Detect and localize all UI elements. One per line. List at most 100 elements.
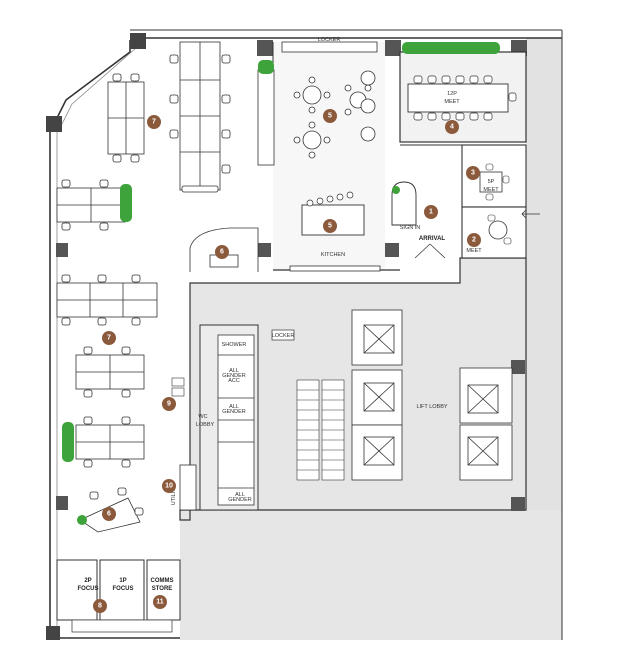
column	[56, 243, 68, 257]
plants	[62, 42, 500, 525]
badge-number: 6	[220, 249, 224, 256]
room-12p-chairs	[413, 75, 517, 121]
badge: 3	[466, 166, 480, 180]
meeting-room-12p: 12P MEET	[399, 51, 527, 143]
badge: 2	[467, 233, 481, 247]
lockers-side	[171, 377, 185, 397]
wc-core: SHOWER ALL GENDER ACC ALL GENDER ALL GEN…	[171, 324, 345, 511]
badge: 8	[93, 599, 107, 613]
kitchen-bench	[289, 265, 381, 272]
comms-store-room	[146, 559, 181, 621]
badge: 5	[323, 219, 337, 233]
focus-2p-room	[56, 559, 98, 621]
badge-number: 2	[472, 237, 476, 244]
column	[511, 360, 525, 374]
all-gender-label: GENDER	[222, 409, 246, 415]
locker-strip	[281, 41, 378, 53]
badge-number: 8	[98, 603, 102, 610]
meeting-room-2p: MEET 2P	[461, 206, 540, 259]
focus-rooms: 2P FOCUS 1P FOCUS COMMS STORE	[56, 559, 181, 633]
kitchen-label: KITCHEN	[321, 252, 345, 258]
utility-label: UTILITY	[171, 484, 177, 505]
utility-room	[179, 464, 197, 511]
lift-shafts	[351, 309, 513, 481]
room-5p-label: 5P	[488, 179, 495, 185]
shower-label: SHOWER	[222, 342, 247, 348]
side-bench	[257, 69, 275, 166]
badge-number: 5	[328, 113, 332, 120]
all-gender-label: GENDER	[228, 497, 252, 503]
plant-icon	[258, 60, 274, 74]
plant-icon	[120, 184, 132, 222]
badge: 10	[162, 479, 176, 493]
locker-label: LOCKER	[318, 37, 341, 43]
badge: 7	[102, 331, 116, 345]
stairwell	[296, 379, 345, 481]
badge-number: 3	[471, 170, 475, 177]
room-5p-label: MEET	[483, 187, 499, 193]
locker-core-label: LOCKER	[272, 333, 295, 339]
badge: 6	[215, 245, 229, 259]
badge-number: 1	[429, 209, 433, 216]
column	[385, 40, 401, 56]
door-swing	[414, 243, 446, 259]
column	[257, 40, 273, 56]
badge: 7	[147, 115, 161, 129]
plant-icon	[402, 42, 500, 54]
badge-number: 6	[107, 511, 111, 518]
badge: 1	[424, 205, 438, 219]
badge-number: 4	[450, 124, 454, 131]
badge-number: 7	[152, 119, 156, 126]
plant-icon	[77, 515, 87, 525]
neighbour-area-bottom	[180, 510, 562, 640]
room-12p-table	[407, 83, 509, 113]
focus-2p-label: FOCUS	[78, 586, 99, 592]
lift-lobby-label: LIFT LOBBY	[416, 404, 447, 410]
room-2p-label: MEET	[466, 248, 482, 254]
all-gender-label: ALL	[229, 404, 239, 410]
badge: 6	[102, 507, 116, 521]
workstation-cluster-left	[56, 179, 158, 468]
plant-icon	[392, 186, 400, 194]
wc-lobby-label: WC	[198, 414, 207, 420]
badge: 9	[162, 397, 176, 411]
all-gender-acc-label: ACC	[228, 378, 240, 384]
badge: 11	[153, 595, 167, 609]
all-gender-label: ALL	[235, 492, 245, 498]
badge-number: 5	[328, 223, 332, 230]
focus-1p-label: FOCUS	[113, 586, 134, 592]
all-gender-acc-label: GENDER	[222, 373, 246, 379]
round-table-group	[293, 70, 376, 159]
column	[56, 496, 68, 510]
locker-core	[271, 329, 295, 341]
badge-number: 9	[167, 401, 171, 408]
room-5p-chairs	[485, 163, 510, 201]
kitchen-zone: LOCKER KITCHEN	[257, 37, 400, 272]
badge-number: 7	[107, 335, 111, 342]
meeting-room-5p: 5P MEET	[461, 144, 527, 208]
column	[511, 497, 525, 511]
comms-store-label: COMMS	[151, 578, 174, 584]
badge-number: 10	[165, 483, 173, 490]
badge: 4	[445, 120, 459, 134]
column	[385, 243, 399, 257]
comms-store-label: STORE	[152, 586, 173, 592]
column	[130, 33, 146, 49]
wc-lobby-label: LOBBY	[196, 422, 215, 428]
column	[257, 243, 271, 257]
plant-icon	[62, 422, 74, 462]
arrival-label: ARRIVAL	[419, 236, 446, 242]
room-2p-table	[488, 220, 508, 240]
room-12p-label: 12P	[447, 91, 457, 97]
badge: 5	[323, 109, 337, 123]
badge-number: 11	[156, 599, 164, 606]
arrow-icon	[521, 209, 540, 219]
workstation-cluster-top	[107, 41, 231, 193]
focus-2p-label: 2P	[84, 578, 91, 584]
badges: 1 2 3 4 5 5 6 6 7 7 8 9 10 11	[93, 109, 481, 613]
signin-label: SIGN IN	[400, 225, 421, 231]
arrival-zone: SIGN IN ARRIVAL	[391, 144, 463, 259]
all-gender-acc-label: ALL	[229, 368, 239, 374]
room-12p-label: MEET	[444, 99, 460, 105]
